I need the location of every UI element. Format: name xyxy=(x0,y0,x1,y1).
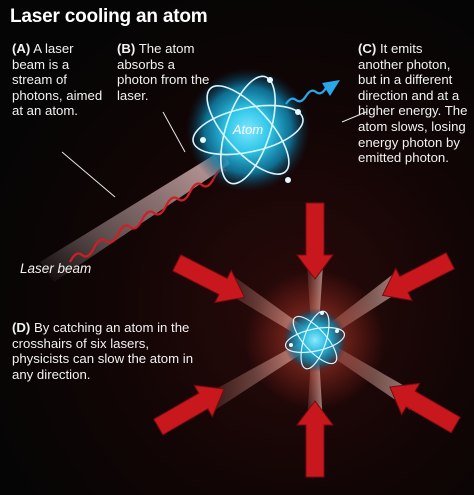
note-d-tag: (D) xyxy=(12,320,31,335)
note-c: (C) It emits another photon, but in a di… xyxy=(358,41,470,166)
laser-beam-label: Laser beam xyxy=(20,261,92,276)
atom-icon xyxy=(186,68,310,192)
laser-arrow-top xyxy=(296,202,334,280)
note-b: (B) The atom absorbs a photon from the l… xyxy=(117,41,212,103)
laser-arrow-upper-left xyxy=(171,254,246,304)
note-d-text: By catching an atom in the crosshairs of… xyxy=(12,320,194,382)
six-laser-trap xyxy=(153,202,461,478)
atom-label: Atom xyxy=(232,122,264,137)
laser-arrow-lower-left xyxy=(153,384,225,436)
page-title: Laser cooling an atom xyxy=(10,6,208,27)
note-a: (A) A laser beam is a stream of photons,… xyxy=(12,41,104,119)
note-d: (D) By catching an atom in the crosshair… xyxy=(12,320,194,382)
emitted-photon xyxy=(285,80,340,105)
emitted-photon-arrowhead xyxy=(322,80,340,96)
pointer-b xyxy=(162,111,186,153)
note-b-tag: (B) xyxy=(117,41,136,56)
note-a-text: A laser beam is a stream of photons, aim… xyxy=(12,41,103,119)
trapped-atom-icon xyxy=(283,308,347,372)
pointer-c xyxy=(341,111,367,123)
laser-arrow-lower-right xyxy=(389,382,461,434)
pointer-a xyxy=(61,151,116,198)
note-c-text: It emits another photon, but in a differ… xyxy=(358,41,468,166)
absorbed-photon-wave xyxy=(69,168,227,263)
laser-arrow-bottom xyxy=(296,400,334,478)
note-b-text: The atom absorbs a photon from the laser… xyxy=(117,41,210,103)
note-a-tag: (A) xyxy=(12,41,31,56)
note-c-tag: (C) xyxy=(358,41,377,56)
laser-arrow-upper-right xyxy=(381,252,456,302)
